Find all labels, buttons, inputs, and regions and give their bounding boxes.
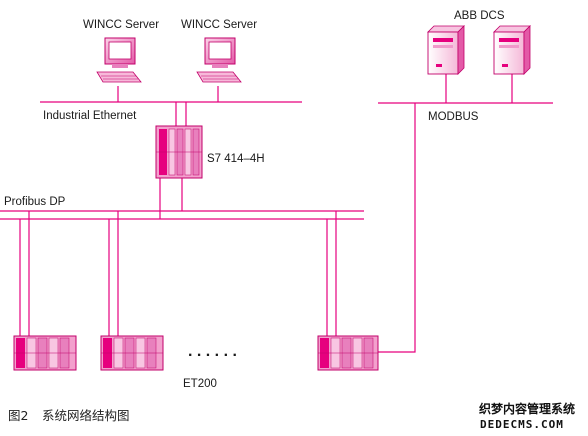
et200-station-1 bbox=[13, 335, 77, 371]
wincc-server-1-label: WINCC Server bbox=[83, 19, 159, 31]
plc-label: S7 414–4H bbox=[207, 153, 265, 165]
et200-label: ET200 bbox=[183, 378, 217, 390]
abb-dcs-label: ABB DCS bbox=[454, 10, 505, 22]
figure-title: 系统网络结构图 bbox=[42, 408, 130, 423]
server-tower-icon bbox=[427, 25, 465, 75]
modbus-et200-link bbox=[378, 103, 416, 353]
wincc-server-2 bbox=[196, 37, 242, 83]
modbus-label: MODBUS bbox=[428, 111, 479, 123]
s7-plc-rack bbox=[155, 125, 203, 179]
figure-number: 图2 bbox=[8, 408, 28, 423]
computer-icon bbox=[196, 37, 242, 83]
abb-dcs-server-1 bbox=[427, 25, 465, 75]
computer-icon bbox=[96, 37, 142, 83]
et200-station-3 bbox=[317, 335, 379, 371]
wincc-server-2-label: WINCC Server bbox=[181, 19, 257, 31]
network-lines bbox=[0, 74, 553, 353]
watermark-cn: 织梦内容管理系统 bbox=[479, 401, 575, 416]
watermark-en: DEDECMS.COM bbox=[480, 418, 564, 431]
profibus-label: Profibus DP bbox=[4, 196, 66, 208]
abb-dcs-server-2 bbox=[493, 25, 531, 75]
server-tower-icon bbox=[493, 25, 531, 75]
ellipsis-more-stations: . . . . . . bbox=[188, 343, 237, 360]
wincc-server-1 bbox=[96, 37, 142, 83]
industrial-ethernet-label: Industrial Ethernet bbox=[43, 110, 137, 122]
et200-station-2 bbox=[100, 335, 164, 371]
